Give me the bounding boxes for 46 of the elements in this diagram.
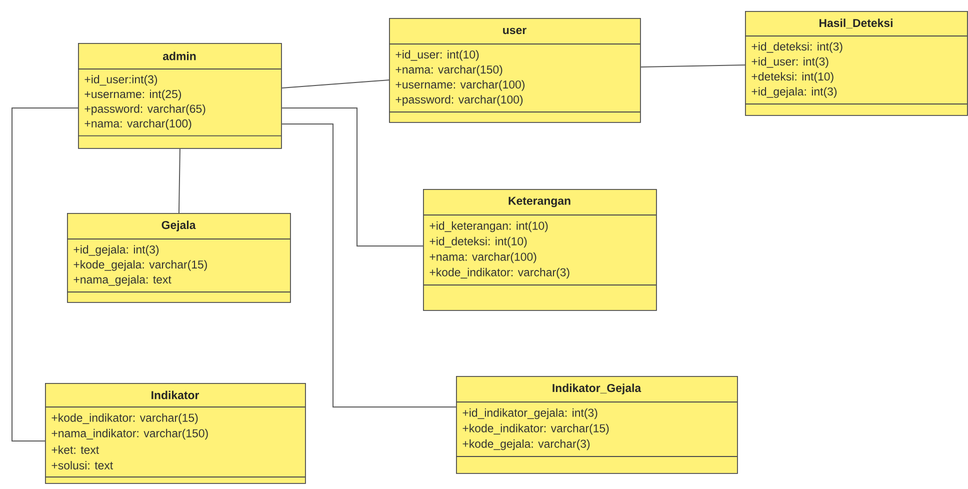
- attribute-text: +kode_gejala: varchar(3): [462, 439, 590, 450]
- connector-line: [281, 80, 390, 88]
- attribute-text: +kode_indikator: varchar(15): [52, 413, 198, 424]
- attribute-text: +nama_indikator: varchar(150): [52, 428, 208, 440]
- class-box: [78, 43, 282, 149]
- attribute-text: +kode_indikator: varchar(3): [430, 268, 570, 279]
- attribute-text: +id_deteksi: int(10): [430, 236, 527, 248]
- class-box: [44, 383, 306, 484]
- attribute-text: +solusi: text: [52, 461, 113, 470]
- attribute-text: +nama: varchar(100): [84, 119, 192, 130]
- class-name: admin: [162, 52, 196, 60]
- attribute-text: +ket: text: [52, 446, 99, 454]
- class-box: [388, 18, 641, 123]
- attribute-text: +kode_indikator: varchar(15): [462, 424, 609, 435]
- connector-line: [12, 108, 78, 442]
- class-name: Indikator: [152, 390, 200, 400]
- attribute-text: +id_user: int(3): [752, 57, 828, 68]
- attribute-text: +id_gejala: int(3): [74, 245, 159, 256]
- attribute-text: +username: varchar(100): [396, 80, 524, 91]
- attribute-text: +kode_gejala: varchar(15): [74, 260, 207, 271]
- class-box: [744, 11, 968, 116]
- attribute-text: +id_user:int(3): [84, 75, 158, 86]
- class-box: [422, 189, 657, 311]
- attribute-text: +nama: varchar(150): [396, 65, 502, 76]
- connector-line: [640, 64, 746, 68]
- class-box: [66, 213, 291, 303]
- attribute-text: +nama_gejala: text: [74, 275, 172, 286]
- connector-line: [178, 148, 180, 214]
- attribute-text: +password: varchar(65): [84, 104, 206, 116]
- connector-line: [281, 108, 424, 246]
- class-box: [456, 376, 738, 474]
- class-name: Indikator_Gejala: [552, 384, 642, 394]
- attribute-text: +deteksi: int(10): [752, 72, 834, 83]
- attribute-text: +id_indikator_gejala: int(3): [462, 408, 598, 420]
- class-name: user: [503, 28, 526, 34]
- class-name: Hasil_Deteksi: [820, 18, 892, 28]
- attribute-text: +username: int(25): [84, 90, 182, 100]
- connector-line: [281, 124, 456, 408]
- attribute-text: +nama: varchar(100): [430, 252, 536, 264]
- class-name: Gejala: [162, 220, 196, 232]
- attribute-text: +id_keterangan: int(10): [430, 221, 548, 232]
- attribute-text: +id_gejala: int(3): [752, 87, 837, 98]
- attribute-text: +password: varchar(100): [396, 95, 523, 106]
- attribute-text: +id_user: int(10): [396, 50, 479, 61]
- class-name: Keterangan: [508, 196, 570, 208]
- attribute-text: +id_deteksi: int(3): [752, 42, 842, 53]
